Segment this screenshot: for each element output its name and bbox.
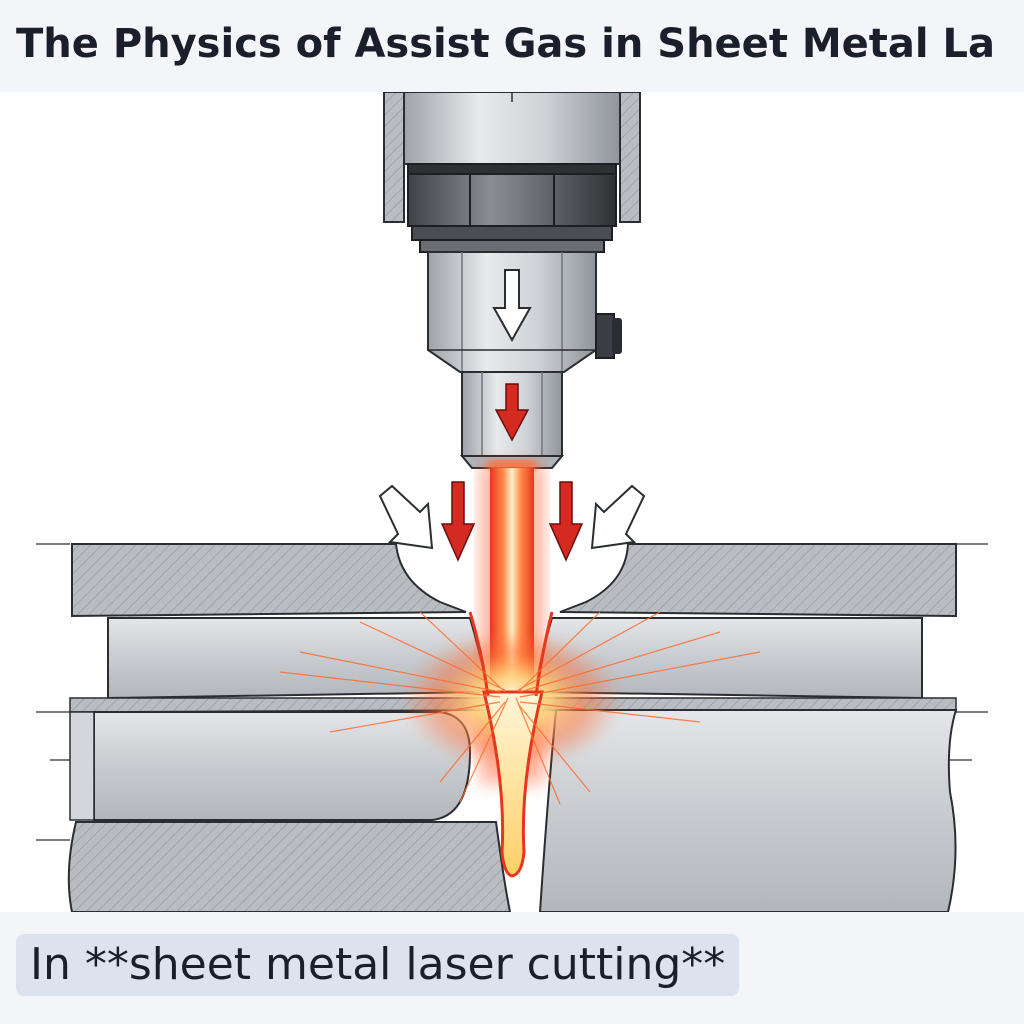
hollow-arrow-icon — [378, 484, 434, 550]
header: The Physics of Assist Gas in Sheet Metal… — [0, 0, 1024, 92]
page-title: The Physics of Assist Gas in Sheet Metal… — [16, 21, 996, 67]
red-arrow-icon — [440, 481, 476, 562]
hollow-arrow-icon — [590, 484, 646, 550]
caption-text: In **sheet metal laser cutting** — [16, 934, 740, 996]
illustration-svg — [36, 92, 988, 912]
caption-bar: In **sheet metal laser cutting** — [0, 912, 1024, 1024]
sparks — [279, 611, 761, 805]
laser-beam — [402, 464, 622, 878]
cutting-head — [383, 92, 641, 470]
red-arrow-icon — [548, 481, 584, 562]
assist-gas-arrows — [378, 481, 646, 562]
gas-flow-arrow-icon — [492, 269, 532, 343]
workpiece — [36, 543, 988, 912]
laser-direction-arrow-icon — [494, 383, 530, 442]
laser-cutting-illustration — [0, 92, 1024, 912]
